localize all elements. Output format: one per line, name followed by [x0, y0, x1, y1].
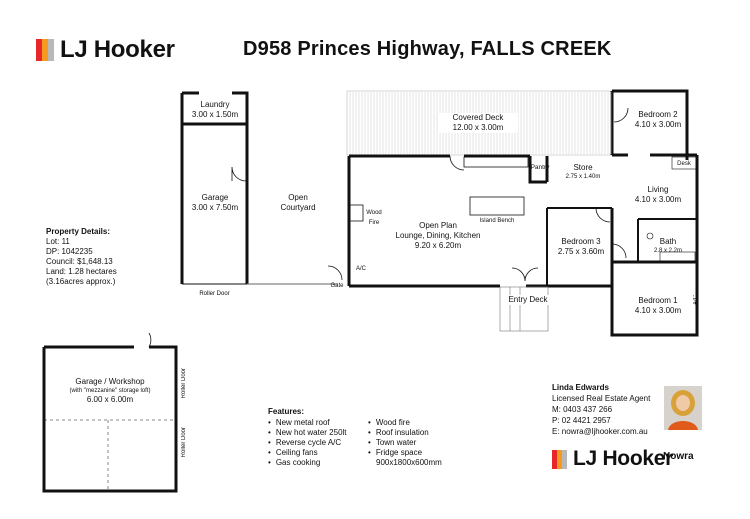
bedroom3-label: Bedroom 3 2.75 x 3.60m: [557, 237, 605, 256]
workshop-label: Garage / Workshop (with "mezzanine" stor…: [69, 377, 151, 404]
feature-item: Reverse cycle A/C: [268, 438, 347, 448]
desk-fixture: [671, 156, 697, 170]
ac-label-2: A/C: [693, 295, 699, 306]
agent-title: Licensed Real Estate Agent: [552, 394, 651, 403]
feature-item: New hot water 250lt: [268, 428, 347, 438]
house-outer-walls: [347, 89, 699, 337]
feature-item: Gas cooking: [268, 458, 347, 468]
logo-bar-grey: [562, 449, 567, 469]
logo-bar-orange: [557, 449, 562, 469]
agent-mobile[interactable]: M: 0403 437 266: [552, 405, 613, 414]
agent-portrait-icon: [668, 390, 698, 430]
ac-label-1: A/C: [355, 266, 366, 272]
agent-photo: [664, 386, 702, 430]
entry-deck-label: Entry Deck: [504, 295, 552, 305]
bath-walls: [637, 218, 697, 262]
pantry-label: Pantry: [530, 164, 550, 171]
store-label: Store 2.75 x 1.40m: [565, 163, 601, 180]
toilet-fixture: [646, 232, 654, 240]
garage-label: Garage 3.00 x 7.50m: [191, 193, 239, 212]
brand-logo: LJ Hooker: [36, 36, 175, 64]
open-plan-label: Open Plan Lounge, Dining, Kitchen 9.20 x…: [395, 221, 481, 250]
bath-label: Bath 2.8 x 2.2m: [653, 237, 682, 254]
feature-item: Town water: [368, 438, 429, 448]
wood-fire-box: [349, 204, 364, 222]
features-list-2: Wood fire Roof insulation Town water Fri…: [368, 418, 429, 458]
courtyard-label: Open Courtyard: [280, 193, 316, 212]
deck-door-arc: [449, 155, 465, 171]
logo-bar-orange: [42, 39, 48, 61]
feature-fridge-size: 900x1800x600mm: [376, 458, 442, 467]
bedroom3-walls: [546, 207, 612, 286]
logo-bar-grey: [48, 39, 54, 61]
workshop-walls: [42, 345, 178, 493]
office-name: Nowra: [663, 451, 694, 462]
bedroom2-door-arc: [613, 107, 629, 123]
covered-deck-label: Covered Deck 12.00 x 3.00m: [438, 113, 518, 133]
wood-fire-label: Wood Fire: [366, 210, 382, 226]
gate-arc: [327, 265, 343, 281]
island-bench: [469, 196, 525, 216]
feature-item: Roof insulation: [368, 428, 429, 438]
bed3-door-arc: [595, 207, 611, 223]
feature-item: Wood fire: [368, 418, 429, 428]
brand-name: LJ Hooker: [60, 36, 175, 63]
desk-label: Desk: [677, 161, 691, 167]
logo-bar-red: [552, 449, 557, 469]
agent-contact: Linda Edwards Licensed Real Estate Agent…: [552, 382, 650, 437]
brand-name-footer: LJ Hooker: [573, 447, 673, 470]
workshop-roller-door-2: Roller Door: [181, 427, 187, 458]
agent-email[interactable]: E: nowra@ljhooker.com.au: [552, 427, 648, 436]
agent-phone[interactable]: P: 02 4421 2957: [552, 416, 611, 425]
agent-name: Linda Edwards: [552, 383, 609, 392]
features-list-1: New metal roof New hot water 250lt Rever…: [268, 418, 347, 468]
property-details: Property Details: Lot: 11 DP: 1042235 Co…: [46, 227, 117, 286]
laundry-label: Laundry 3.00 x 1.50m: [191, 100, 239, 119]
island-bench-label: Island Bench: [479, 218, 515, 224]
garage-walls: [180, 91, 249, 284]
workshop-door-arc: [148, 332, 152, 348]
gate-label: Gate: [330, 283, 344, 289]
features-heading: Features:: [268, 407, 305, 416]
entry-door-arc: [511, 267, 539, 282]
bath-fixture: [659, 251, 696, 262]
roller-door-label: Roller Door: [199, 291, 230, 297]
garage-door-arc: [231, 166, 247, 182]
logo-bar-red: [36, 39, 42, 61]
entry-deck-steps: [499, 286, 549, 332]
bedroom1-label: Bedroom 1 4.10 x 3.00m: [634, 296, 682, 315]
workshop-roller-door-1: Roller Door: [181, 368, 187, 399]
bath-door-arc: [611, 243, 627, 259]
kitchen-bench: [463, 156, 529, 168]
feature-item: New metal roof: [268, 418, 347, 428]
living-label: Living 4.10 x 3.00m: [634, 185, 682, 204]
bedroom2-label: Bedroom 2 4.10 x 3.00m: [634, 110, 682, 129]
feature-item: Fridge space: [368, 448, 429, 458]
brand-logo-footer: LJ Hooker: [552, 447, 673, 471]
page-title: D958 Princes Highway, FALLS CREEK: [243, 38, 612, 60]
feature-item: Ceiling fans: [268, 448, 347, 458]
